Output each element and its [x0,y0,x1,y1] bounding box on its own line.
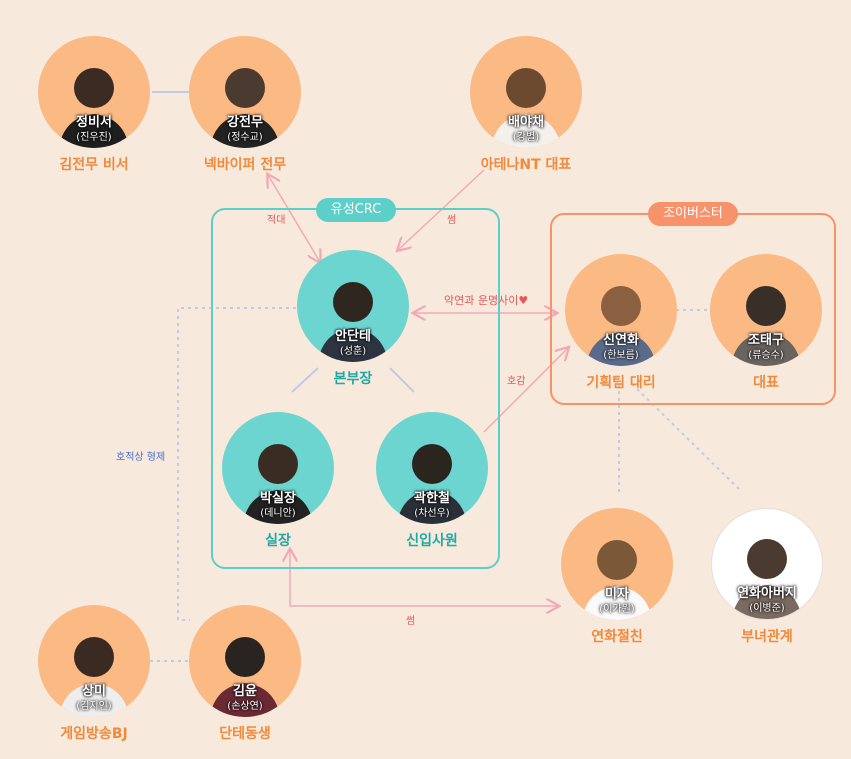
person-cho[interactable]: 조태구 (류승수) 대표 [710,254,822,391]
person-role: 본부장 [333,371,373,387]
person-name: 안단테 [335,329,371,344]
avatar: 배야채 (강별) [470,36,582,148]
person-role: 신입사원 [406,533,458,549]
label-brothers: 호적상 형제 [116,452,166,463]
group-joy-label: 조이버스터 [648,202,738,226]
person-kimyoon[interactable]: 김윤 (손상연) 단테동생 [189,605,301,742]
person-role: 연화절친 [591,629,643,645]
actor-name: (한보름) [603,350,639,361]
line-ahn-kimyoon [177,307,296,621]
person-silhouette-icon [731,539,803,619]
person-name: 강전무 [227,115,263,130]
person-bae[interactable]: 배야채 (강별) 아테나NT 대표 [470,36,582,173]
avatar: 곽한철 (차선우) [376,412,488,524]
avatar: 안단테 (성훈) [297,250,409,362]
person-role: 게임방송BJ [60,726,128,742]
label-bad-fate: 악연과 운명사이♥ [444,294,529,307]
actor-name: (류승수) [748,350,784,361]
actor-name: (성훈) [339,346,367,357]
person-name: 조태구 [748,333,784,348]
person-name: 연화아버지 [737,586,797,601]
person-name: 정비서 [76,115,112,130]
actor-name: (정수교) [227,132,263,143]
person-name: 상미 [82,684,106,699]
group-crc-label: 유성CRC [316,198,396,222]
avatar: 정비서 (진우진) [38,36,150,148]
person-mija[interactable]: 미자 (이가원) 연화절친 [561,508,673,645]
avatar: 미자 (이가원) [561,508,673,620]
line-ahn-park [291,367,319,393]
person-kang[interactable]: 강전무 (정수교) 넥바이퍼 전무 [189,36,301,173]
avatar: 김윤 (손상연) [189,605,301,717]
person-sangmi[interactable]: 상미 (김지인) 게임방송BJ [38,605,150,742]
avatar: 박실장 (데니안) [222,412,334,524]
line-shin-father [631,383,741,491]
person-silhouette-icon [585,286,657,366]
person-role: 부녀관계 [741,629,793,645]
avatar: 강전무 (정수교) [189,36,301,148]
person-silhouette-icon [209,637,281,717]
person-park[interactable]: 박실장 (데니안) 실장 [222,412,334,549]
person-name: 박실장 [260,491,296,506]
actor-name: (김지인) [76,701,112,712]
person-role: 기획팀 대리 [586,375,656,391]
person-silhouette-icon [58,68,130,148]
actor-name: (강별) [512,132,540,143]
label-some-bae: 썸 [447,215,457,226]
person-role: 넥바이퍼 전무 [203,157,287,173]
avatar: 조태구 (류승수) [710,254,822,366]
person-name: 배야채 [508,115,544,130]
person-kwak[interactable]: 곽한철 (차선우) 신입사원 [376,412,488,549]
person-silhouette-icon [209,68,281,148]
line-bae-ahn [398,169,485,250]
person-name: 곽한철 [414,491,450,506]
person-ahn[interactable]: 안단테 (성훈) 본부장 [297,250,409,387]
actor-name: (차선우) [414,508,450,519]
line-ahn-kwak [389,367,415,393]
person-name: 신연화 [603,333,639,348]
person-father[interactable]: 연화아버지 (이병준) 부녀관계 [711,508,823,645]
person-name: 김윤 [233,684,257,699]
label-crush: 호감 [507,376,526,387]
label-some-mija: 썸 [406,616,416,627]
avatar: 상미 (김지인) [38,605,150,717]
actor-name: (진우진) [76,132,112,143]
actor-name: (이가원) [599,604,635,615]
person-role: 단테동생 [219,726,271,742]
line-kang-ahn [268,175,320,262]
person-name: 미자 [605,587,629,602]
avatar: 연화아버지 (이병준) [711,508,823,620]
person-silhouette-icon [317,282,389,362]
person-role: 김전무 비서 [59,157,129,173]
actor-name: (데니안) [260,508,296,519]
person-silhouette-icon [490,68,562,148]
avatar: 신연화 (한보름) [565,254,677,366]
person-role: 대표 [753,375,779,391]
person-role: 아테나NT 대표 [480,157,572,173]
person-silhouette-icon [730,286,802,366]
person-silhouette-icon [581,540,653,620]
person-role: 실장 [265,533,291,549]
person-jung[interactable]: 정비서 (진우진) 김전무 비서 [38,36,150,173]
person-silhouette-icon [396,444,468,524]
actor-name: (이병준) [749,603,785,614]
person-silhouette-icon [58,637,130,717]
person-silhouette-icon [242,444,314,524]
label-rival: 적대 [267,215,286,226]
actor-name: (손상연) [227,701,263,712]
person-shin[interactable]: 신연화 (한보름) 기획팀 대리 [565,254,677,391]
